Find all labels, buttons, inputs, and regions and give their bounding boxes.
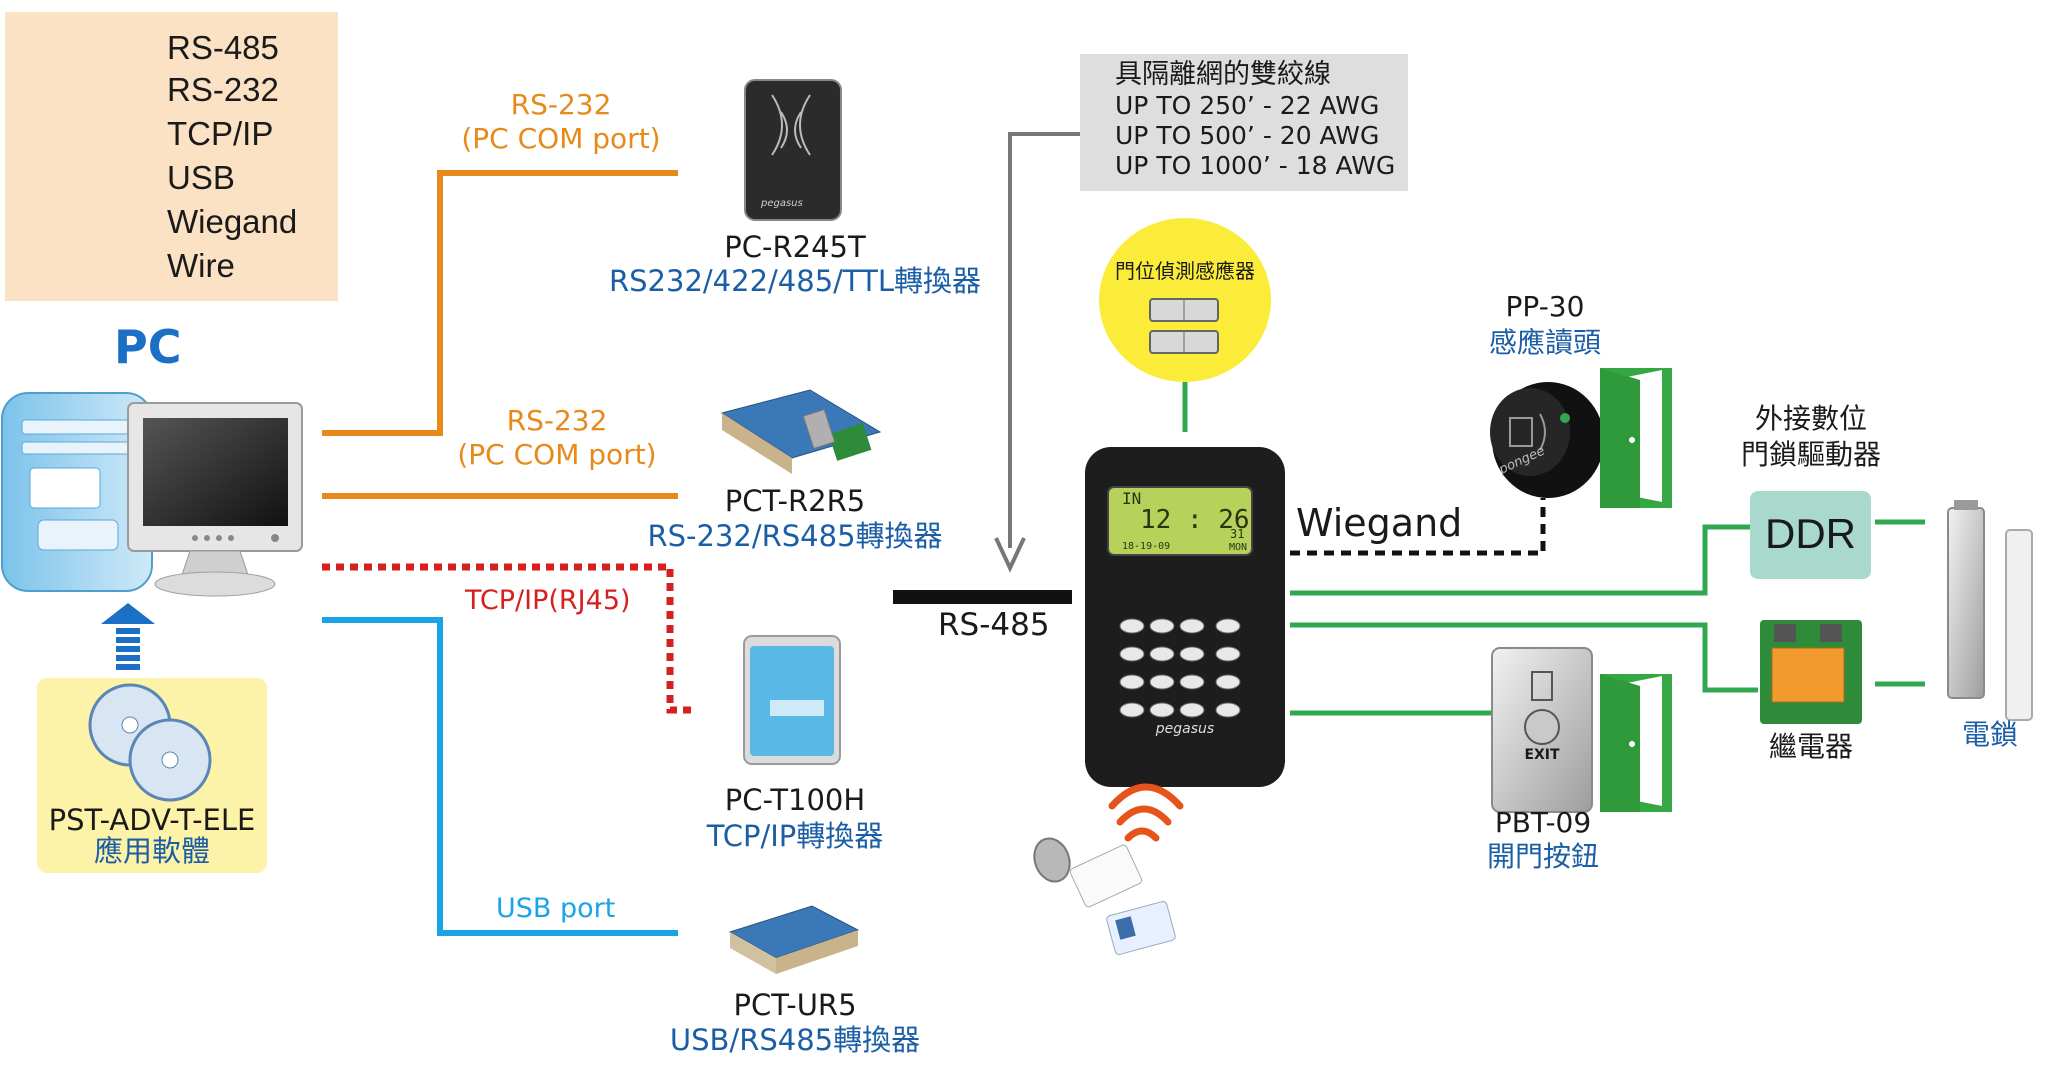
pbt09-name: PBT-09 bbox=[1494, 806, 1592, 839]
tcpip-line bbox=[322, 563, 694, 714]
pc-r245t-name: PC-R245T bbox=[724, 230, 866, 264]
wiegand-line bbox=[1290, 498, 1546, 556]
cable-title: 具隔離網的雙絞線 bbox=[1115, 59, 1331, 90]
lcd-day-num: 31 bbox=[1230, 527, 1245, 541]
rs232-sub-label-1: (PC COM port) bbox=[461, 122, 661, 155]
pct-ur5-device bbox=[728, 905, 860, 974]
pc-connections bbox=[322, 170, 694, 936]
tcpip-label: TCP/IP(RJ45) bbox=[465, 585, 631, 616]
door-sensor-icon bbox=[1149, 298, 1219, 354]
pc-illustration bbox=[1, 392, 303, 597]
controller-brand: pegasus bbox=[1155, 721, 1215, 737]
usb-label: USB port bbox=[496, 893, 616, 924]
relay-device bbox=[1760, 620, 1862, 724]
cable-spec-box: 具隔離網的雙絞線 UP TO 250’ - 22 AWG UP TO 500’ … bbox=[1080, 54, 1408, 191]
door-icon-top bbox=[1600, 368, 1672, 508]
controller-keypad bbox=[1119, 618, 1241, 718]
legend-rs232-label: RS-232 bbox=[167, 71, 279, 108]
pct-r2r5-name: PCT-R2R5 bbox=[724, 484, 866, 518]
electric-lock-device bbox=[1947, 500, 2033, 721]
rf-signal-icon bbox=[1108, 783, 1184, 842]
pbt09-desc: 開門按鈕 bbox=[1486, 840, 1599, 873]
door-icon-bottom bbox=[1600, 674, 1672, 812]
legend-rs485-label: RS-485 bbox=[167, 29, 279, 66]
pc-r245t-device bbox=[744, 79, 842, 221]
legend-wiegand-label: Wiegand bbox=[167, 203, 298, 240]
pc-t100h-device bbox=[743, 635, 841, 765]
access-controller bbox=[1085, 447, 1285, 787]
exit-button-device bbox=[1491, 647, 1593, 813]
rfid-cards-icon bbox=[1033, 837, 1176, 955]
rs232-line-1 bbox=[322, 170, 678, 436]
lock-label: 電鎖 bbox=[1961, 718, 2018, 751]
lcd-day: MON bbox=[1229, 542, 1248, 553]
cable-callout-arrow bbox=[994, 132, 1080, 573]
cable-line-2: UP TO 500’ - 20 AWG bbox=[1115, 121, 1380, 150]
pct-r2r5-device bbox=[720, 389, 882, 474]
upload-arrow-icon bbox=[101, 603, 155, 670]
pct-ur5-name: PCT-UR5 bbox=[733, 988, 857, 1022]
controller-lcd bbox=[1107, 486, 1253, 556]
pct-ur5-desc: USB/RS485轉換器 bbox=[669, 1023, 921, 1057]
wiegand-label: Wiegand bbox=[1296, 501, 1463, 545]
rs232-label-2: RS-232 bbox=[506, 404, 608, 437]
wire-ddr bbox=[1290, 524, 1750, 596]
legend-usb-label: USB bbox=[167, 159, 235, 196]
cable-line-1: UP TO 250’ - 22 AWG bbox=[1115, 91, 1380, 120]
rs232-label-1: RS-232 bbox=[510, 88, 612, 121]
software-name: PST-ADV-T-ELE bbox=[48, 803, 256, 837]
rs485-label: RS-485 bbox=[938, 607, 1050, 643]
ddr-title-2: 門鎖驅動器 bbox=[1740, 438, 1881, 471]
r245t-brand: pegasus bbox=[761, 198, 803, 209]
pp30-desc: 感應讀頭 bbox=[1488, 326, 1601, 359]
software-desc: 應用軟體 bbox=[93, 834, 210, 868]
ddr-box bbox=[1750, 491, 1871, 579]
pp30-name: PP-30 bbox=[1505, 290, 1585, 323]
lcd-in: IN bbox=[1122, 489, 1142, 508]
lcd-date: 18-19-09 bbox=[1122, 541, 1171, 552]
legend-tcpip-label: TCP/IP bbox=[167, 115, 274, 152]
door-sensor-label: 門位偵測感應器 bbox=[1115, 259, 1255, 283]
usb-line bbox=[322, 617, 678, 936]
cd-icon bbox=[88, 683, 212, 802]
pc-screen bbox=[143, 418, 288, 526]
ddr-title-1: 外接數位 bbox=[1754, 402, 1867, 435]
pct-r2r5-desc: RS-232/RS485轉換器 bbox=[647, 519, 943, 553]
wires bbox=[1182, 382, 1925, 716]
cable-line-3: UP TO 1000’ - 18 AWG bbox=[1115, 151, 1396, 180]
legend-wire-label: Wire bbox=[167, 247, 235, 284]
ddr-label: DDR bbox=[1765, 510, 1856, 557]
relay-label: 繼電器 bbox=[1768, 730, 1853, 763]
pc-t100h-desc: TCP/IP轉換器 bbox=[706, 819, 884, 853]
pc-r245t-desc: RS232/422/485/TTL轉換器 bbox=[608, 264, 981, 298]
legend: RS-485 RS-232 TCP/IP USB Wiegand Wire bbox=[5, 12, 338, 301]
lcd-time: 12 : 26 bbox=[1140, 505, 1250, 535]
pp30-reader bbox=[1490, 382, 1604, 498]
pc-title: PC bbox=[114, 320, 182, 374]
pc-t100h-name: PC-T100H bbox=[724, 783, 866, 817]
wire-relay bbox=[1290, 622, 1758, 693]
exit-button-exit-text: EXIT bbox=[1524, 747, 1560, 763]
rs232-sub-label-2: (PC COM port) bbox=[457, 438, 657, 471]
